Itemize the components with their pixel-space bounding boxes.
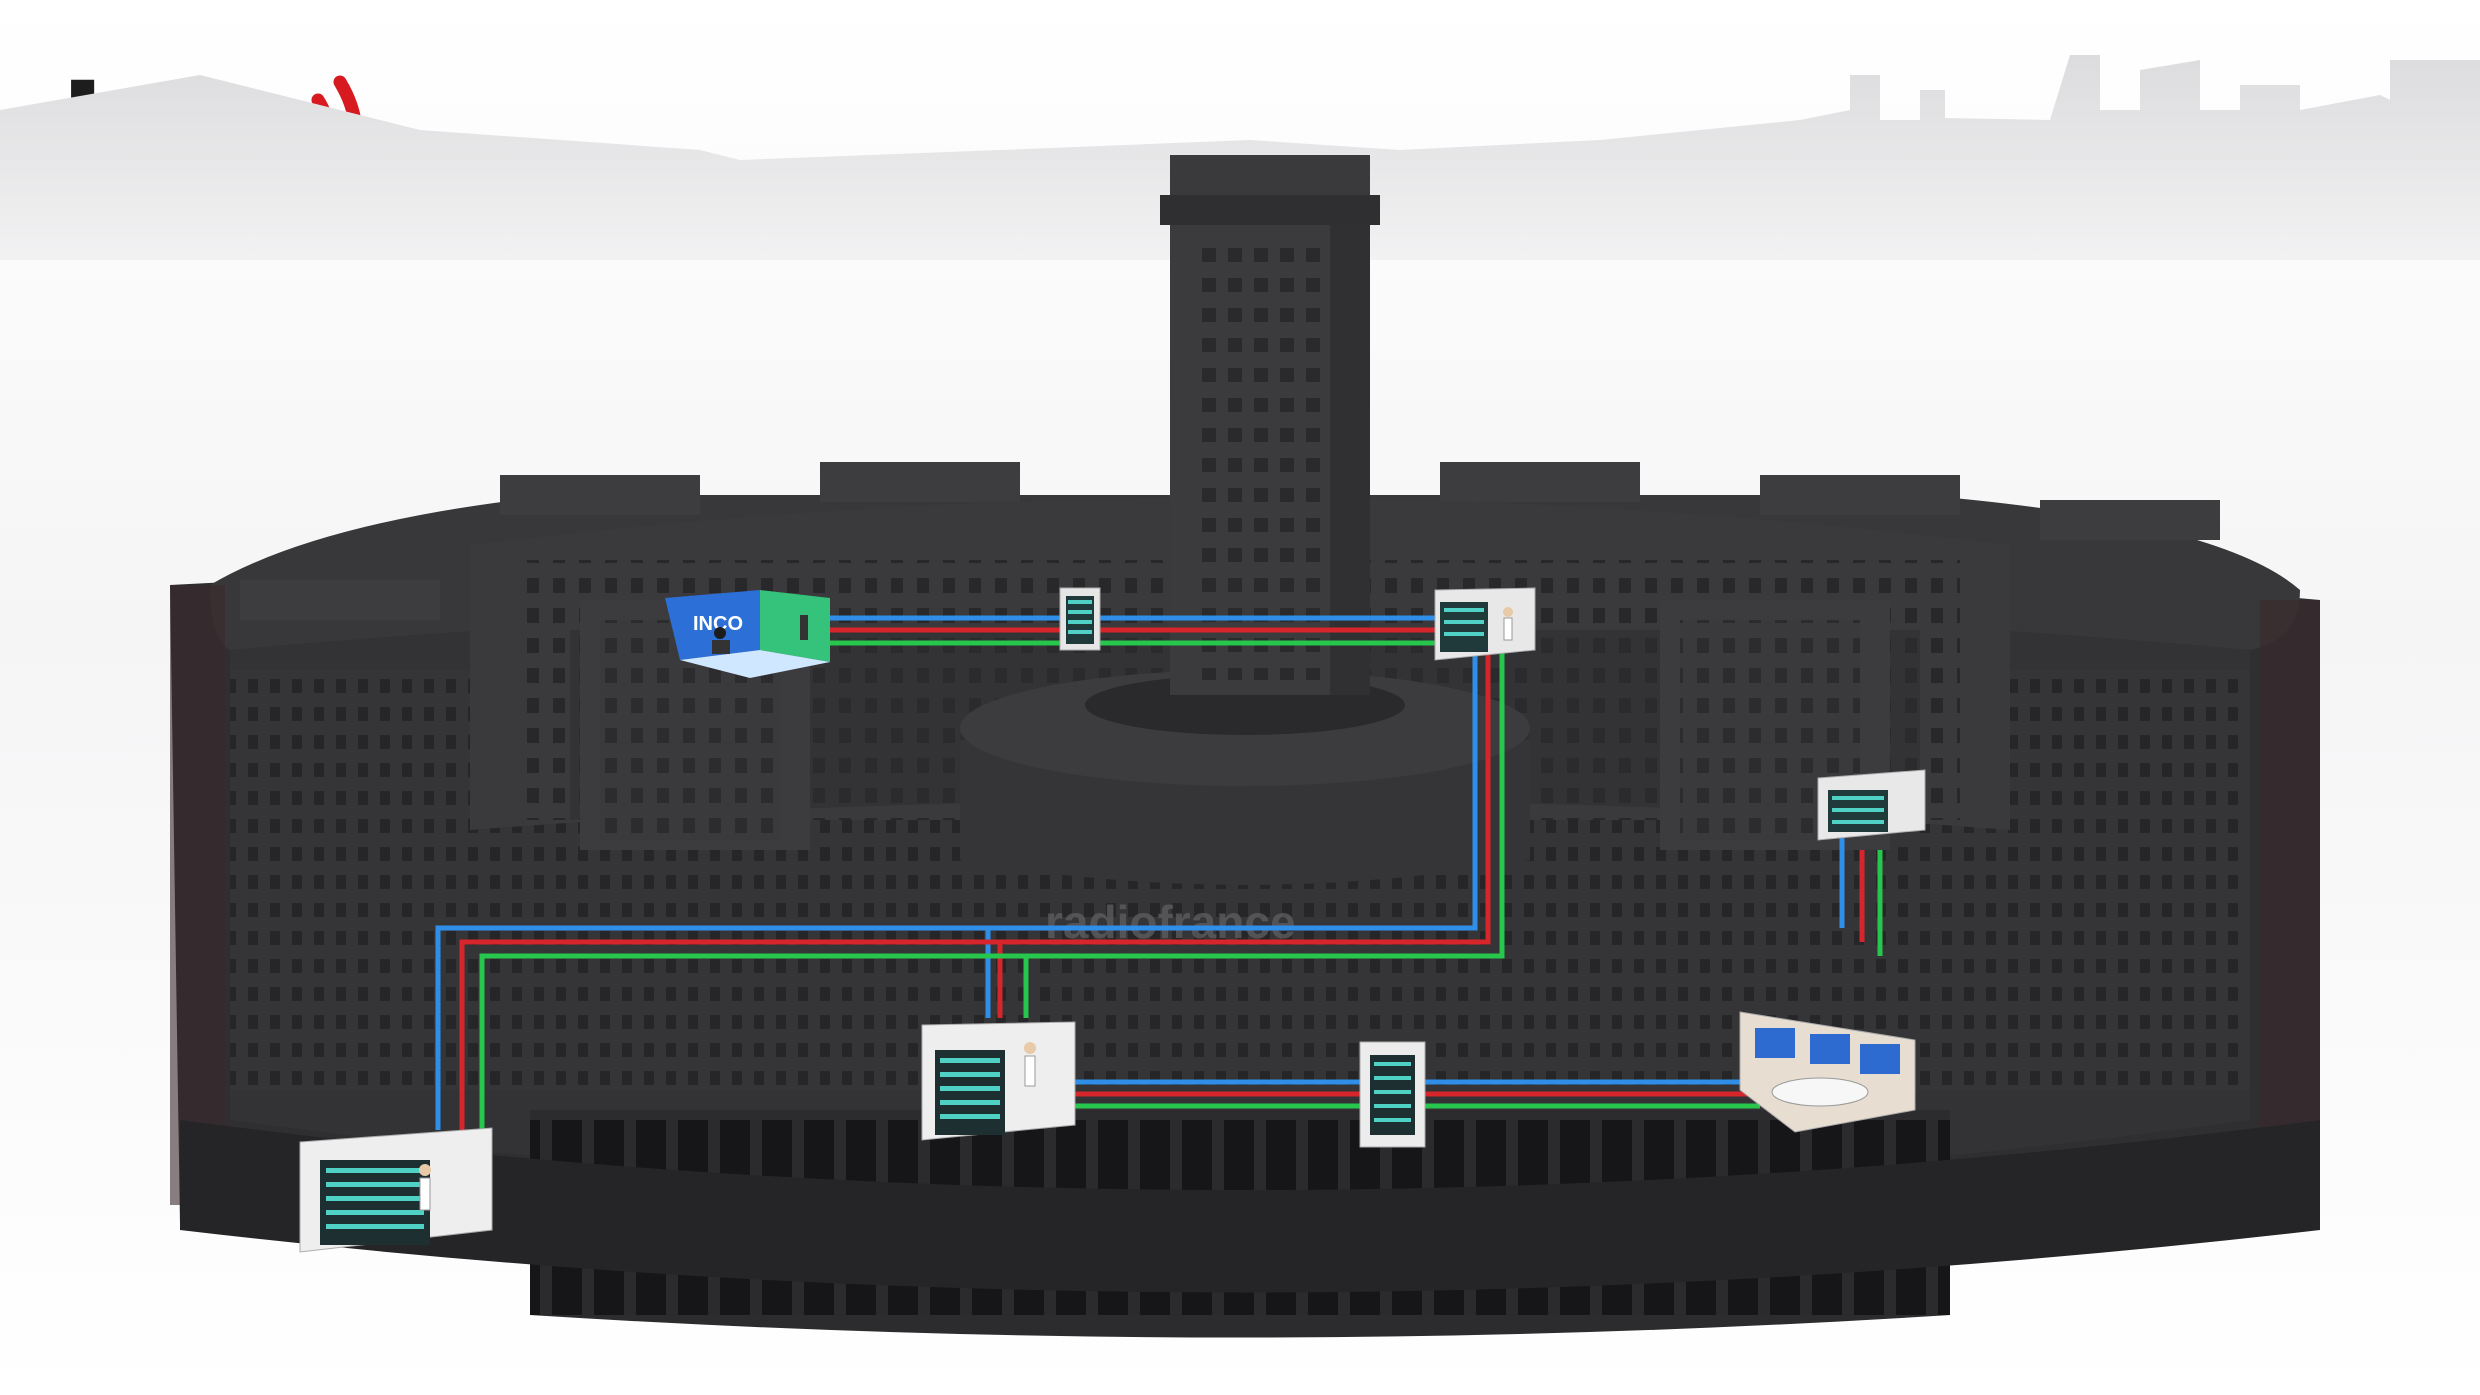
news-studio-node: INCO: [665, 590, 830, 678]
roof-blocks: [240, 462, 2220, 620]
studio-screen-label: INCO: [693, 613, 743, 635]
technician-icon: [1503, 607, 1513, 617]
monitor-wall-icon: [1755, 1028, 1795, 1058]
server-rack-icon: [935, 1050, 1005, 1135]
server-rack-icon: [1370, 1055, 1415, 1135]
meeting-table-icon: [1771, 1077, 1869, 1107]
technician-icon: [1024, 1042, 1036, 1054]
central-podium: [960, 670, 1530, 885]
rack-room-mid-node: [1359, 1041, 1426, 1148]
presenter-icon: [714, 627, 726, 639]
rack-room-top-b-node: [1434, 587, 1536, 661]
rack-room-center-node: [921, 1021, 1076, 1141]
rack-room-right-node: [1817, 769, 1926, 841]
tower-windows: [1190, 240, 1320, 680]
rack-room-top-a-node: [1059, 587, 1101, 651]
control-room-node: [1739, 1011, 1916, 1133]
radiofrance-watermark: radiofrance: [1045, 896, 1296, 948]
server-rack-icon: [320, 1160, 430, 1245]
datacenter-main-node: [299, 1127, 493, 1253]
technician-icon: [419, 1164, 431, 1176]
central-tower: [1160, 155, 1380, 695]
